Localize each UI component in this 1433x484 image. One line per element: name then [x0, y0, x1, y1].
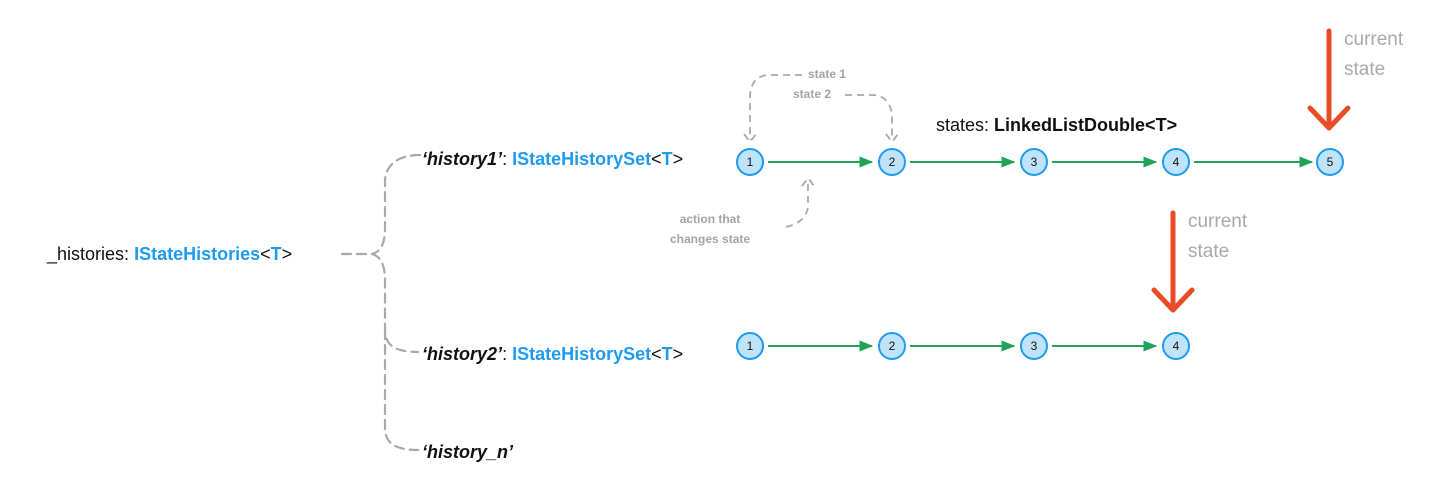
- root-name: _histories: [47, 244, 125, 264]
- history1-quote-close: ’: [497, 149, 503, 169]
- history2-node-4: 4: [1162, 332, 1190, 360]
- history2-node-2: 2: [878, 332, 906, 360]
- history2-gt: >: [672, 344, 684, 364]
- history-n-key: history_n: [427, 442, 509, 462]
- states-generic: T: [1155, 115, 1167, 135]
- history1-gt: >: [672, 149, 684, 169]
- history1-type: IStateHistorySet: [512, 149, 652, 169]
- history1-node-4: 4: [1162, 148, 1190, 176]
- history1-colon: :: [502, 149, 508, 169]
- history2-type: IStateHistorySet: [512, 344, 652, 364]
- history2-generic: T: [661, 344, 673, 364]
- root-label: _histories: IStateHistories<T>: [47, 243, 292, 265]
- root-colon: :: [124, 244, 130, 264]
- history1-node-1: 1: [736, 148, 764, 176]
- history1-lt: <: [651, 149, 662, 169]
- states-prefix: states:: [936, 115, 995, 135]
- history1-key: history1: [427, 149, 498, 169]
- history1-generic: T: [661, 149, 673, 169]
- history2-quote-close: ’: [497, 344, 503, 364]
- history1-node-5: 5: [1316, 148, 1344, 176]
- history2-lt: <: [651, 344, 662, 364]
- history-n-quote-open: ‘: [422, 442, 428, 462]
- root-lt: <: [260, 244, 271, 264]
- history2-node-1: 1: [736, 332, 764, 360]
- history2-label: ‘history2’: IStateHistorySet<T>: [422, 343, 683, 365]
- current-state-arrow-2: [1151, 210, 1195, 313]
- action-note: action that changes state: [670, 212, 751, 246]
- history2-node-3: 3: [1020, 332, 1048, 360]
- current-state-label-2: current state: [1188, 211, 1248, 262]
- history1-quote-open: ‘: [422, 149, 428, 169]
- history-n-quote-close: ’: [508, 442, 514, 462]
- root-gt: >: [281, 244, 293, 264]
- root-type: IStateHistories: [134, 244, 261, 264]
- state-2-note: state 2: [793, 87, 832, 101]
- current-state-label-1: current state: [1344, 29, 1404, 80]
- state-loop-1: [743, 74, 802, 144]
- states-lt: <: [1145, 115, 1156, 135]
- history1-node-3: 3: [1020, 148, 1048, 176]
- states-label: states: LinkedListDouble<T>: [936, 114, 1177, 136]
- history2-quote-open: ‘: [422, 344, 428, 364]
- history-brace: [340, 153, 422, 452]
- history2-colon: :: [502, 344, 508, 364]
- current-state-arrow-1: [1307, 28, 1351, 131]
- history1-label: ‘history1’: IStateHistorySet<T>: [422, 148, 683, 170]
- states-gt: >: [1166, 115, 1178, 135]
- state-1-note: state 1: [808, 67, 847, 81]
- root-generic: T: [270, 244, 282, 264]
- state-loop-2: [845, 94, 899, 144]
- states-type: LinkedListDouble: [994, 115, 1146, 135]
- action-pointer: [785, 176, 815, 228]
- history-n-label: ‘history_n’: [422, 441, 513, 463]
- history1-node-2: 2: [878, 148, 906, 176]
- history2-key: history2: [427, 344, 498, 364]
